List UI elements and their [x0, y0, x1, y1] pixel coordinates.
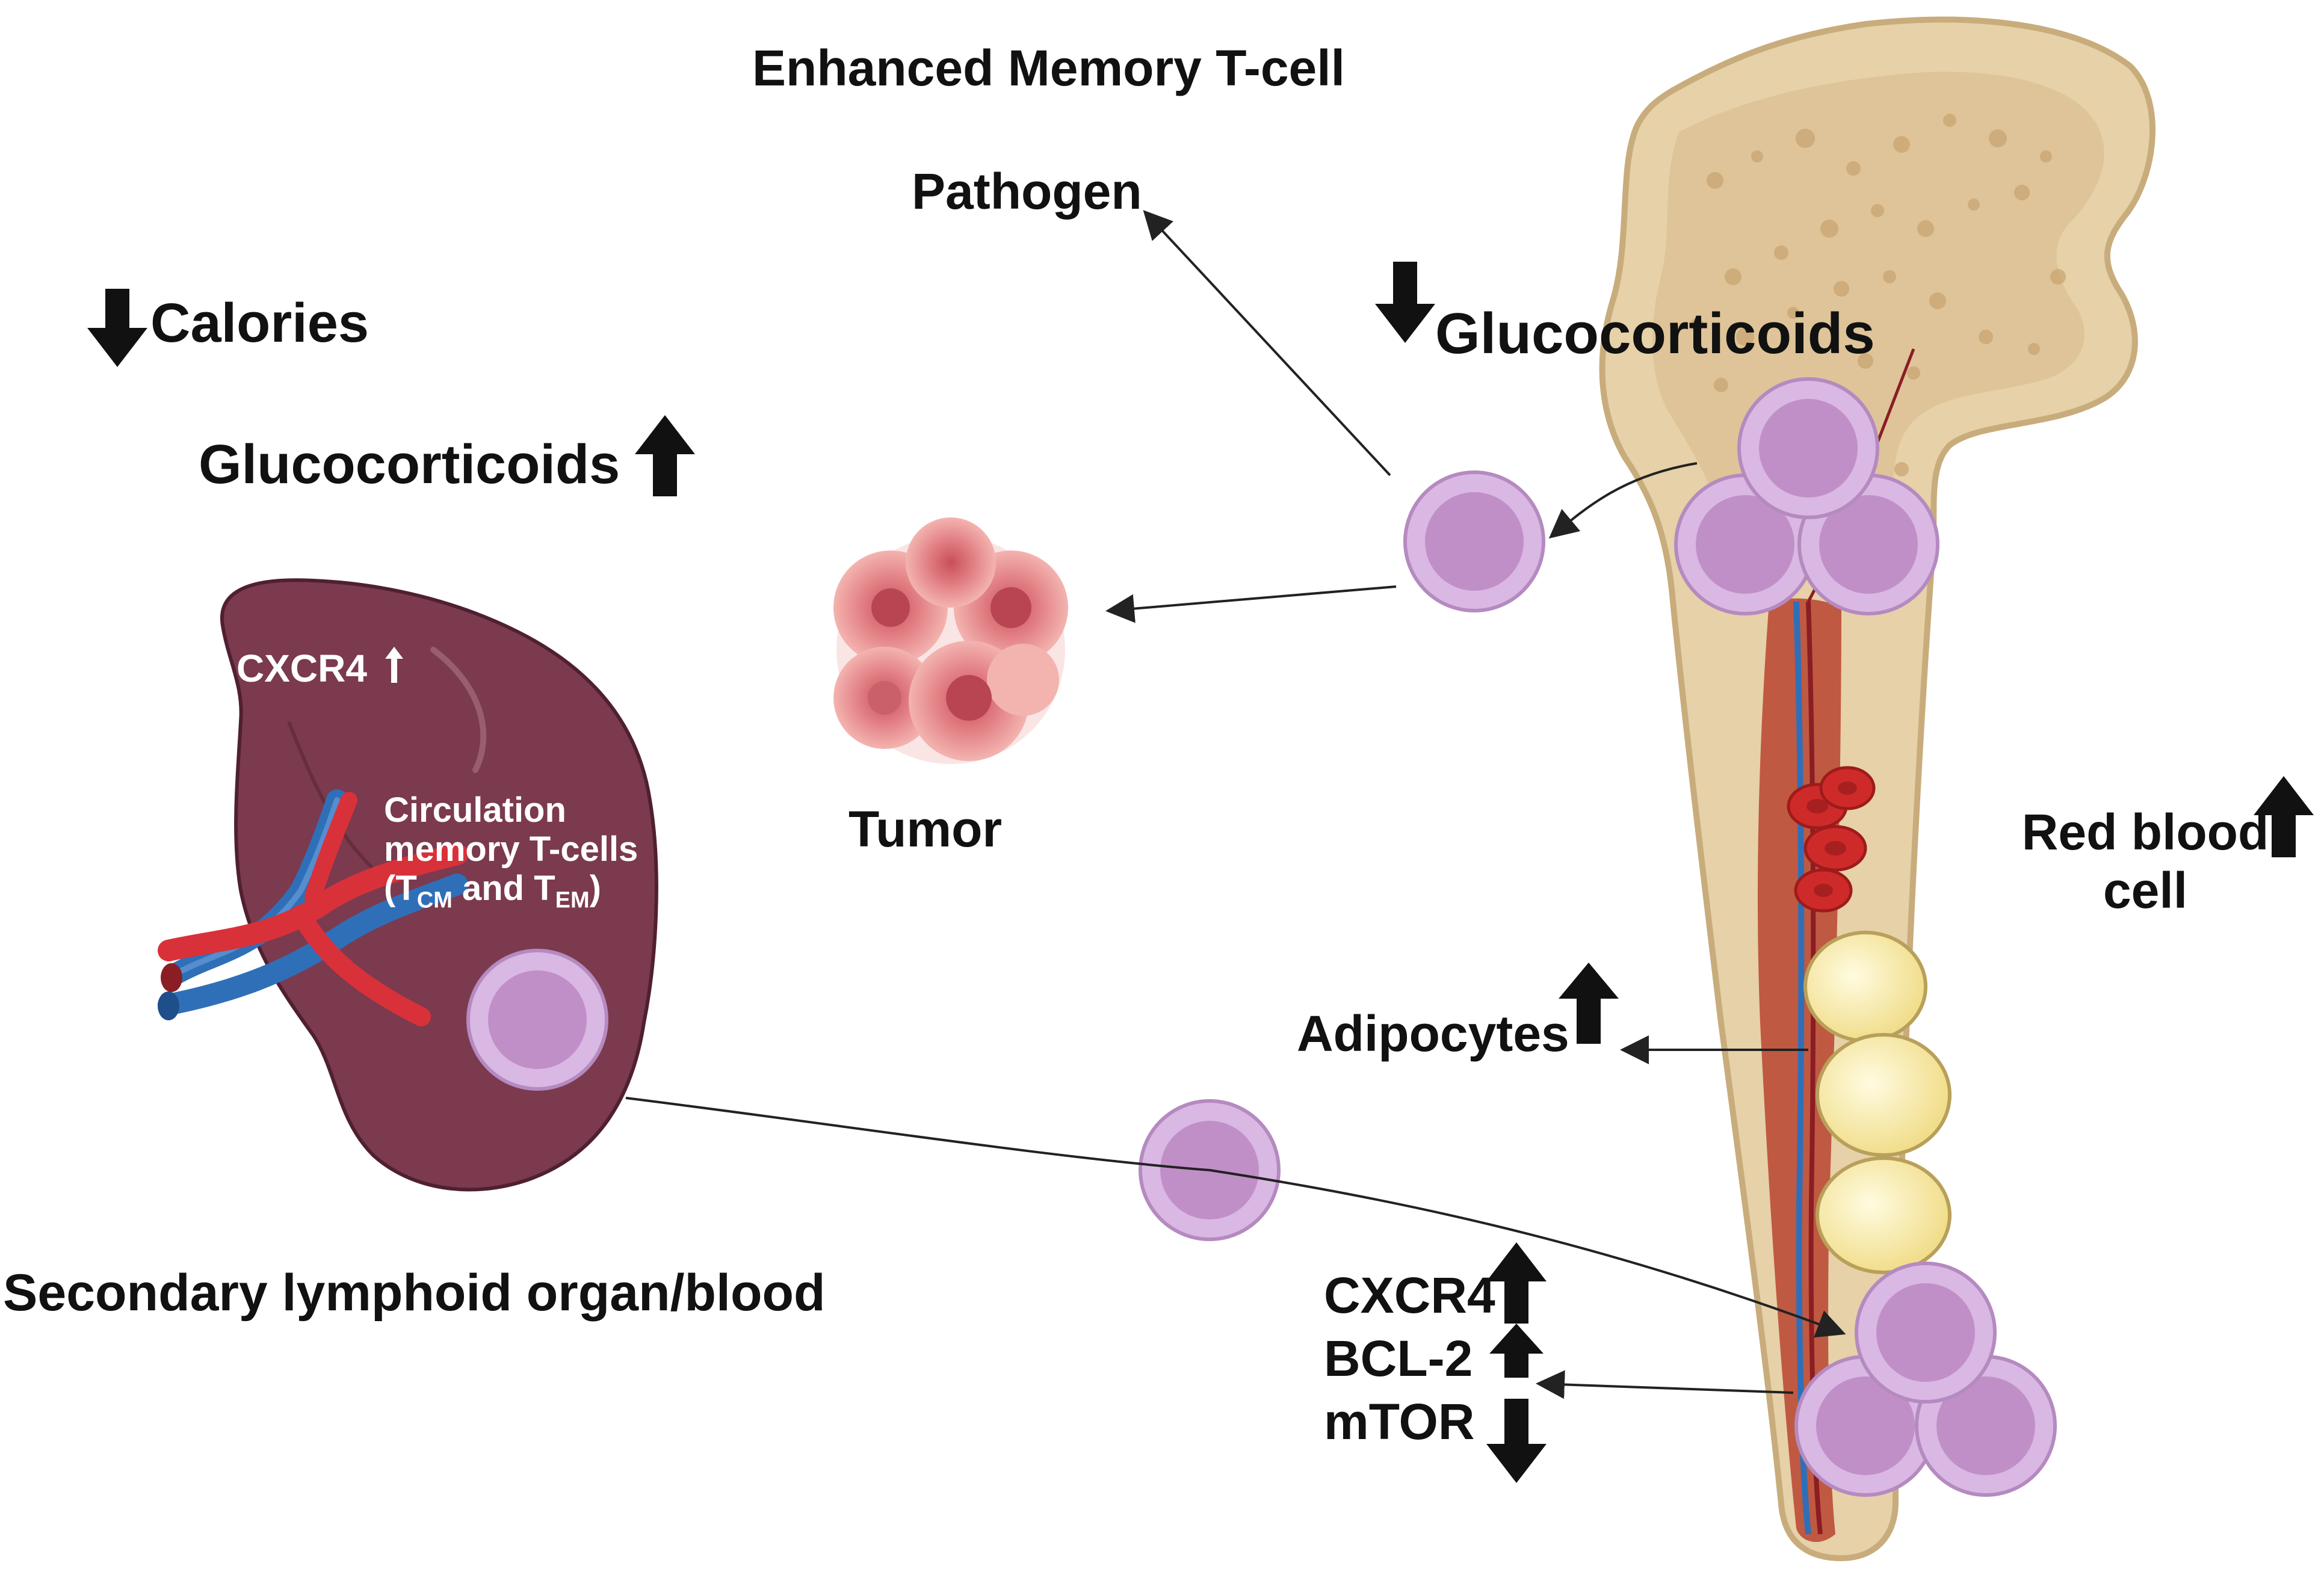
- red-blood-cell-up-arrow: [2254, 776, 2314, 857]
- red-blood-cell-label: Red blood cell: [2019, 803, 2272, 919]
- calories-label: Calories: [150, 292, 369, 354]
- spleen-vessels: [158, 789, 468, 1026]
- bcl2-marker-label: BCL-2: [1324, 1330, 1473, 1387]
- bone-t-cell-cluster-bottom: [1794, 1262, 2057, 1497]
- adipocytes-cluster: [1803, 931, 1952, 1274]
- level-arrows: [87, 262, 2314, 1483]
- bcl2-up-arrow: [1489, 1324, 1544, 1378]
- red-blood-line-2: cell: [2103, 862, 2188, 919]
- migrating-t-cell-upper: [1403, 470, 1545, 612]
- mtor-down-arrow: [1486, 1399, 1547, 1483]
- circulation-label: Circulation memory T-cells (TCM and TEM): [384, 791, 638, 913]
- red-blood-cells: [1787, 766, 1876, 913]
- arrow-bone-to-tcell: [1548, 462, 1698, 539]
- cxcr4-marker-label: CXCR4: [1324, 1267, 1495, 1324]
- path-spleen-to-bone: [625, 1097, 1846, 1338]
- cxcr4-spleen-label: CXCR4: [236, 647, 367, 690]
- secondary-lymphoid-label: Secondary lymphoid organ/blood: [3, 1264, 826, 1322]
- glucocorticoids-bone-label: Glucocorticoids: [1435, 301, 1875, 366]
- adipocytes-label: Adipocytes: [1297, 1005, 1569, 1062]
- diagram-title: Enhanced Memory T-cell: [752, 40, 1345, 96]
- cxcr4-up-arrow: [1486, 1242, 1547, 1324]
- tumor-cluster: [833, 517, 1068, 764]
- connector-arrows: [625, 210, 1846, 1399]
- adipocytes-up-arrow: [1559, 963, 1619, 1044]
- red-blood-line-1: Red blood: [2021, 804, 2269, 860]
- circulation-line-1: Circulation: [384, 791, 566, 830]
- circulation-line-3: (TCM and TEM): [384, 868, 601, 913]
- calories-down-arrow: [87, 289, 147, 367]
- circulation-line-2: memory T-cells: [384, 829, 638, 869]
- arrow-to-tumor: [1105, 585, 1397, 623]
- spleen-t-cell: [466, 949, 608, 1091]
- mtor-marker-label: mTOR: [1324, 1393, 1475, 1450]
- bone-t-cell-cluster-top: [1674, 377, 1939, 615]
- glucocorticoids-left-label: Glucocorticoids: [199, 434, 620, 495]
- glucocorticoids-left-up-arrow: [635, 415, 695, 496]
- arrow-to-markers: [1536, 1370, 1794, 1399]
- arrow-to-pathogen: [1143, 210, 1391, 476]
- tumor-label: Tumor: [848, 801, 1003, 857]
- pathogen-label: Pathogen: [912, 163, 1142, 220]
- cxcr4-spleen-up-arrow: [385, 647, 403, 683]
- glucocorticoids-bone-down-arrow: [1375, 262, 1435, 343]
